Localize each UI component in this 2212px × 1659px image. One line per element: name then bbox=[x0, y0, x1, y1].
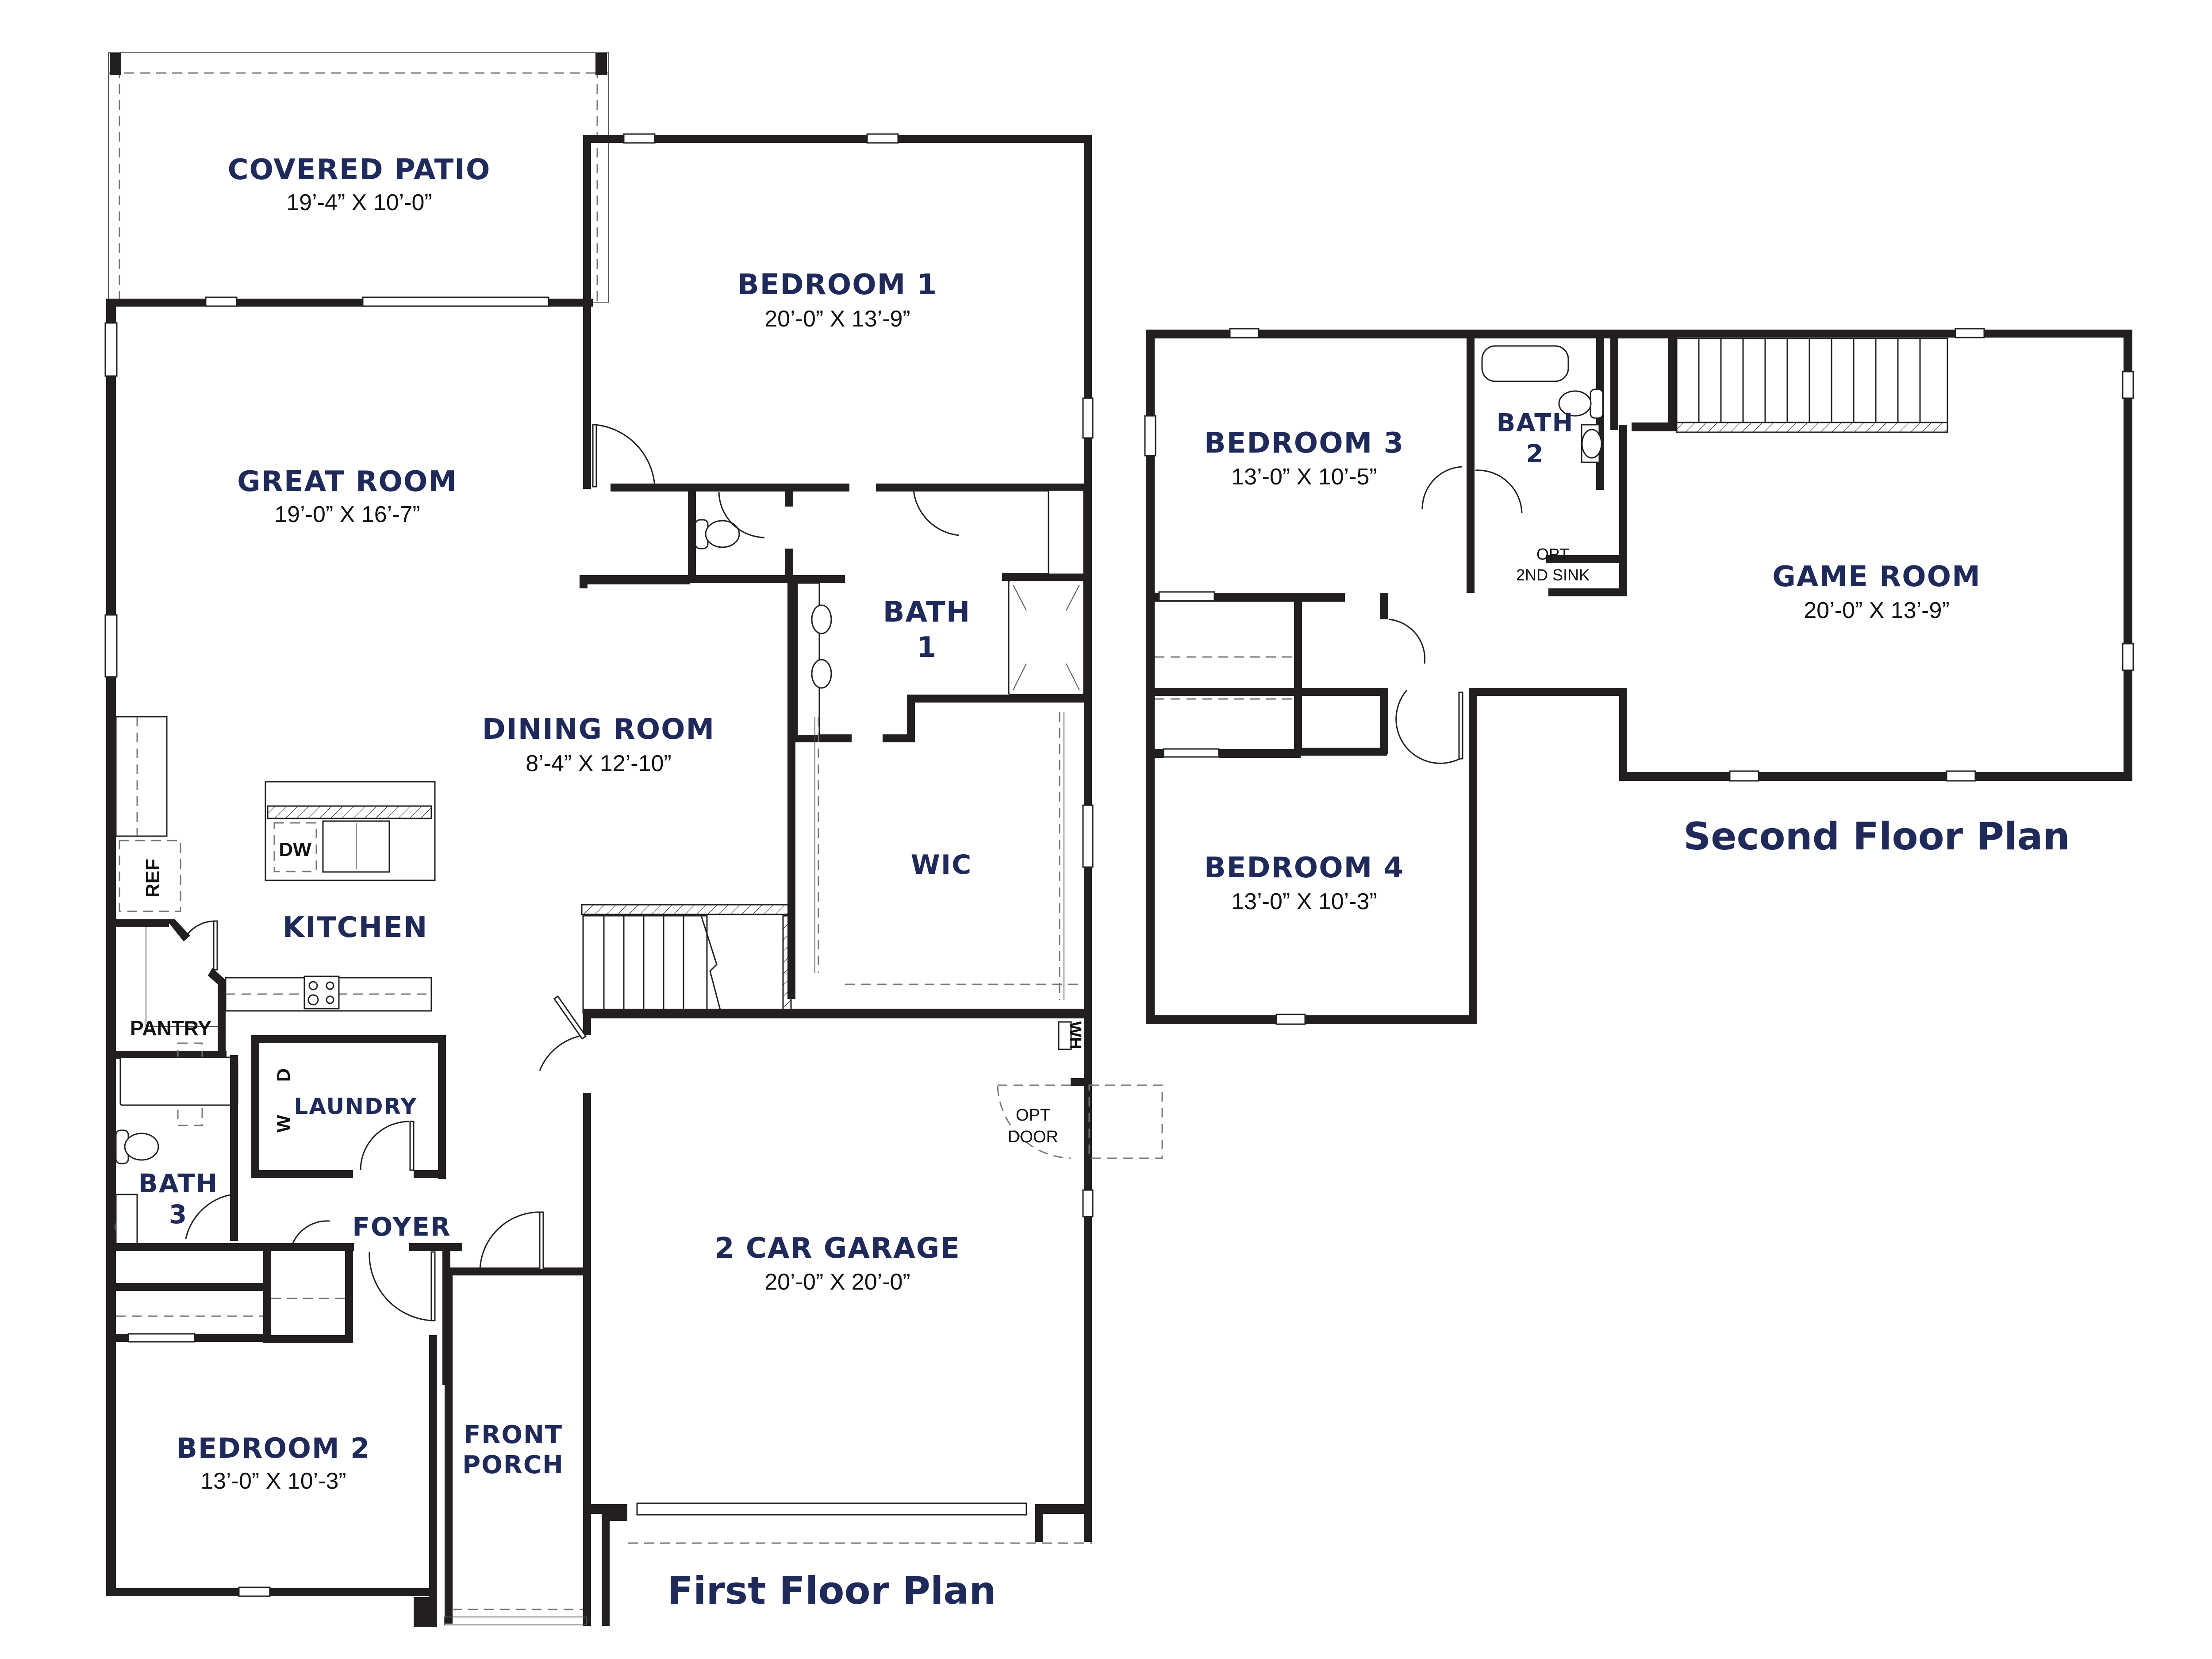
door-swing bbox=[1395, 690, 1460, 764]
window bbox=[1082, 397, 1094, 439]
bedroom-2-dims: 13’-0” X 10’-3” bbox=[200, 1468, 346, 1494]
door-swing bbox=[718, 492, 765, 538]
kitchen-name: KITCHEN bbox=[283, 911, 428, 944]
window bbox=[127, 1333, 196, 1343]
garage-door bbox=[636, 1502, 1027, 1516]
patio-post-right bbox=[595, 53, 607, 75]
opt-sink-label-line2: 2ND SINK bbox=[1516, 566, 1590, 584]
window bbox=[1082, 804, 1094, 868]
bath-3-name-line1: BATH bbox=[138, 1168, 219, 1198]
opt-door-label-line1: OPT bbox=[1016, 1106, 1050, 1125]
window bbox=[2122, 643, 2134, 671]
wic-name: WIC bbox=[911, 849, 972, 880]
water-heater bbox=[1058, 1021, 1072, 1050]
laundry-name: LAUNDRY bbox=[294, 1094, 418, 1119]
door-swing bbox=[291, 1220, 330, 1246]
bath-2-name-line1: BATH bbox=[1497, 409, 1574, 438]
sliding-door bbox=[362, 296, 549, 307]
game-room-dims: 20’-0” X 13’-9” bbox=[1804, 598, 1949, 623]
door-swing bbox=[595, 424, 656, 487]
bath-1-name-line1: BATH bbox=[883, 596, 971, 629]
refrigerator-label: REF bbox=[142, 859, 164, 898]
bedroom-1-dims: 20’-0” X 13’-9” bbox=[764, 306, 910, 332]
bath-1-name-line2: 1 bbox=[917, 631, 937, 664]
closet-door bbox=[1158, 591, 1215, 602]
front-porch-name-line2: PORCH bbox=[462, 1451, 564, 1479]
toilet-icon bbox=[115, 1129, 159, 1164]
opt-door-label-line2: DOOR bbox=[1008, 1128, 1058, 1146]
first-floor-plan: WH OPT DOOR DW bbox=[104, 52, 1163, 1627]
kitchen-island: DW bbox=[265, 781, 436, 881]
sink-icon bbox=[811, 604, 832, 634]
window bbox=[104, 322, 118, 377]
door-swing bbox=[185, 1194, 233, 1239]
dishwasher-label: DW bbox=[279, 839, 311, 860]
door-swing bbox=[360, 1121, 410, 1171]
game-room-name: GAME ROOM bbox=[1772, 561, 1981, 593]
bedroom-2-name: BEDROOM 2 bbox=[177, 1432, 371, 1464]
door-swing bbox=[185, 920, 215, 937]
staircase bbox=[1676, 338, 1948, 433]
window bbox=[1946, 770, 1976, 782]
door-swing bbox=[1389, 618, 1426, 664]
toilet-icon bbox=[1558, 388, 1604, 419]
window bbox=[1144, 415, 1156, 457]
garage-dims: 20’-0” X 20’-0” bbox=[764, 1269, 910, 1295]
second-floor-title: Second Floor Plan bbox=[1683, 814, 2070, 859]
water-heater-label: WH bbox=[1066, 1021, 1084, 1049]
sink-icon bbox=[1581, 429, 1602, 459]
window bbox=[623, 133, 656, 144]
shower-icon bbox=[119, 1056, 238, 1106]
bath-3-name-line2: 3 bbox=[169, 1199, 188, 1229]
bath-2-name-line2: 2 bbox=[1526, 440, 1544, 469]
staircase bbox=[581, 904, 792, 1014]
door-swing bbox=[1421, 466, 1463, 509]
front-door-swing bbox=[479, 1211, 542, 1270]
shower-icon bbox=[1008, 580, 1085, 695]
garage-name: 2 CAR GARAGE bbox=[714, 1232, 960, 1265]
first-floor-title: First Floor Plan bbox=[667, 1569, 996, 1613]
bedroom-4-name: BEDROOM 4 bbox=[1204, 852, 1404, 884]
window bbox=[238, 1586, 271, 1597]
door-swing bbox=[1475, 469, 1523, 514]
window bbox=[2122, 371, 2134, 399]
foyer-name: FOYER bbox=[352, 1212, 451, 1242]
window bbox=[1082, 1189, 1094, 1217]
dining-room-dims: 8’-4” X 12’-10” bbox=[526, 751, 671, 776]
vanity bbox=[796, 582, 820, 737]
washer-label: W bbox=[273, 1115, 294, 1133]
window bbox=[104, 614, 118, 678]
window bbox=[1275, 1014, 1306, 1025]
optional-door: OPT DOOR bbox=[997, 1084, 1163, 1159]
front-porch-name-line1: FRONT bbox=[464, 1421, 563, 1449]
closet-door bbox=[1163, 748, 1220, 758]
opt-sink-label-line1: OPT bbox=[1536, 545, 1569, 563]
great-room-dims: 19’-0” X 16’-7” bbox=[274, 502, 420, 527]
door-swing bbox=[913, 490, 960, 536]
bedroom-4-dims: 13’-0” X 10’-3” bbox=[1231, 889, 1377, 914]
dryer-label: D bbox=[273, 1068, 294, 1082]
covered-patio-name: COVERED PATIO bbox=[228, 154, 491, 186]
second-floor-plan: OPT 2ND SINK bbox=[1144, 328, 2134, 1025]
covered-patio-dims: 19’-4” X 10’-0” bbox=[286, 190, 432, 215]
toilet-icon bbox=[695, 519, 740, 549]
bedroom-3-dims: 13’-0” X 10’-5” bbox=[1231, 464, 1377, 490]
pantry-label: PANTRY bbox=[130, 1017, 211, 1040]
great-room-name: GREAT ROOM bbox=[237, 465, 457, 498]
window bbox=[866, 133, 899, 144]
door-swing bbox=[369, 1252, 432, 1321]
refrigerator bbox=[119, 840, 181, 912]
patio-post-left bbox=[110, 53, 121, 75]
bathtub-icon bbox=[1481, 345, 1569, 382]
bedroom-3-name: BEDROOM 3 bbox=[1204, 427, 1404, 460]
bedroom-1-name: BEDROOM 1 bbox=[737, 269, 937, 301]
window bbox=[1955, 328, 1985, 338]
window bbox=[205, 296, 238, 307]
sink-icon bbox=[811, 659, 832, 689]
window bbox=[1729, 770, 1759, 782]
dining-room-name: DINING ROOM bbox=[482, 713, 715, 746]
door-swing bbox=[539, 1034, 584, 1071]
window bbox=[1229, 328, 1260, 338]
